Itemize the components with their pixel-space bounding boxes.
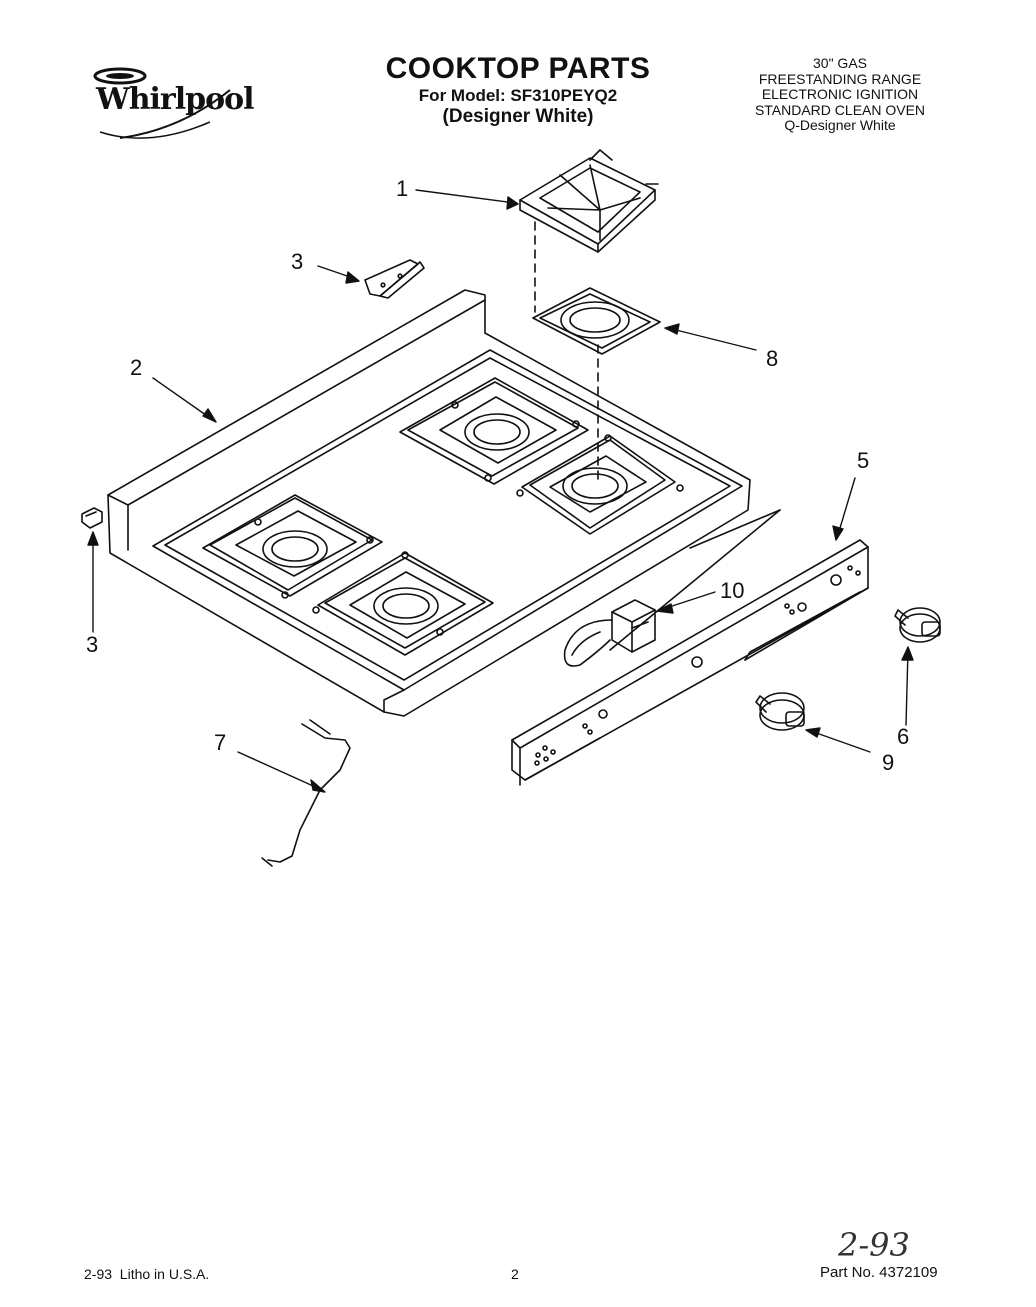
leader-arrows	[87, 189, 914, 793]
manifold-panel	[511, 509, 869, 786]
support-rod	[261, 719, 351, 867]
ignition-switch	[563, 599, 656, 667]
spec-line: Q-Designer White	[784, 117, 896, 133]
part-number: Part No. 4372109	[820, 1264, 938, 1281]
hinge-top	[364, 259, 425, 299]
burner-grate	[519, 149, 659, 253]
model-number: For Model: SF310PEYQ2	[418, 86, 618, 105]
spec-line: 30" GAS	[813, 55, 867, 71]
spec-line: ELECTRONIC IGNITION	[761, 86, 919, 102]
alignment-lines	[534, 221, 599, 486]
spec-line: STANDARD CLEAN OVEN	[754, 101, 926, 118]
knob-center	[755, 692, 805, 731]
burner-bowl	[532, 287, 661, 355]
print-info: 2-93 Litho in U.S.A.	[84, 1266, 210, 1282]
callout-3-top: 3	[291, 249, 304, 274]
spec-block: 30" GAS FREESTANDING RANGE ELECTRONIC IG…	[740, 55, 940, 134]
logo-graphic	[93, 67, 231, 139]
callout-5: 5	[857, 448, 870, 473]
whirlpool-logo: Whirlpool	[80, 60, 254, 150]
handwritten-date: 2-93	[838, 1226, 910, 1264]
knob-right	[894, 607, 941, 643]
page-title: COOKTOP PARTS	[385, 52, 651, 85]
callout-6: 6	[897, 724, 910, 749]
callout-9: 9	[882, 750, 895, 775]
callout-2: 2	[130, 355, 143, 380]
page-number: 2	[511, 1266, 519, 1282]
spec-line: FREESTANDING RANGE	[758, 70, 922, 87]
brand-name: Whirlpool	[96, 82, 254, 117]
color-variant: (Designer White)	[442, 106, 594, 127]
cooktop-main	[107, 289, 751, 717]
callout-3-left: 3	[86, 632, 99, 657]
callout-7: 7	[214, 730, 227, 755]
callout-1: 1	[396, 176, 409, 201]
callout-10: 10	[720, 578, 745, 603]
callout-8: 8	[766, 346, 779, 371]
hinge-left	[81, 507, 103, 529]
